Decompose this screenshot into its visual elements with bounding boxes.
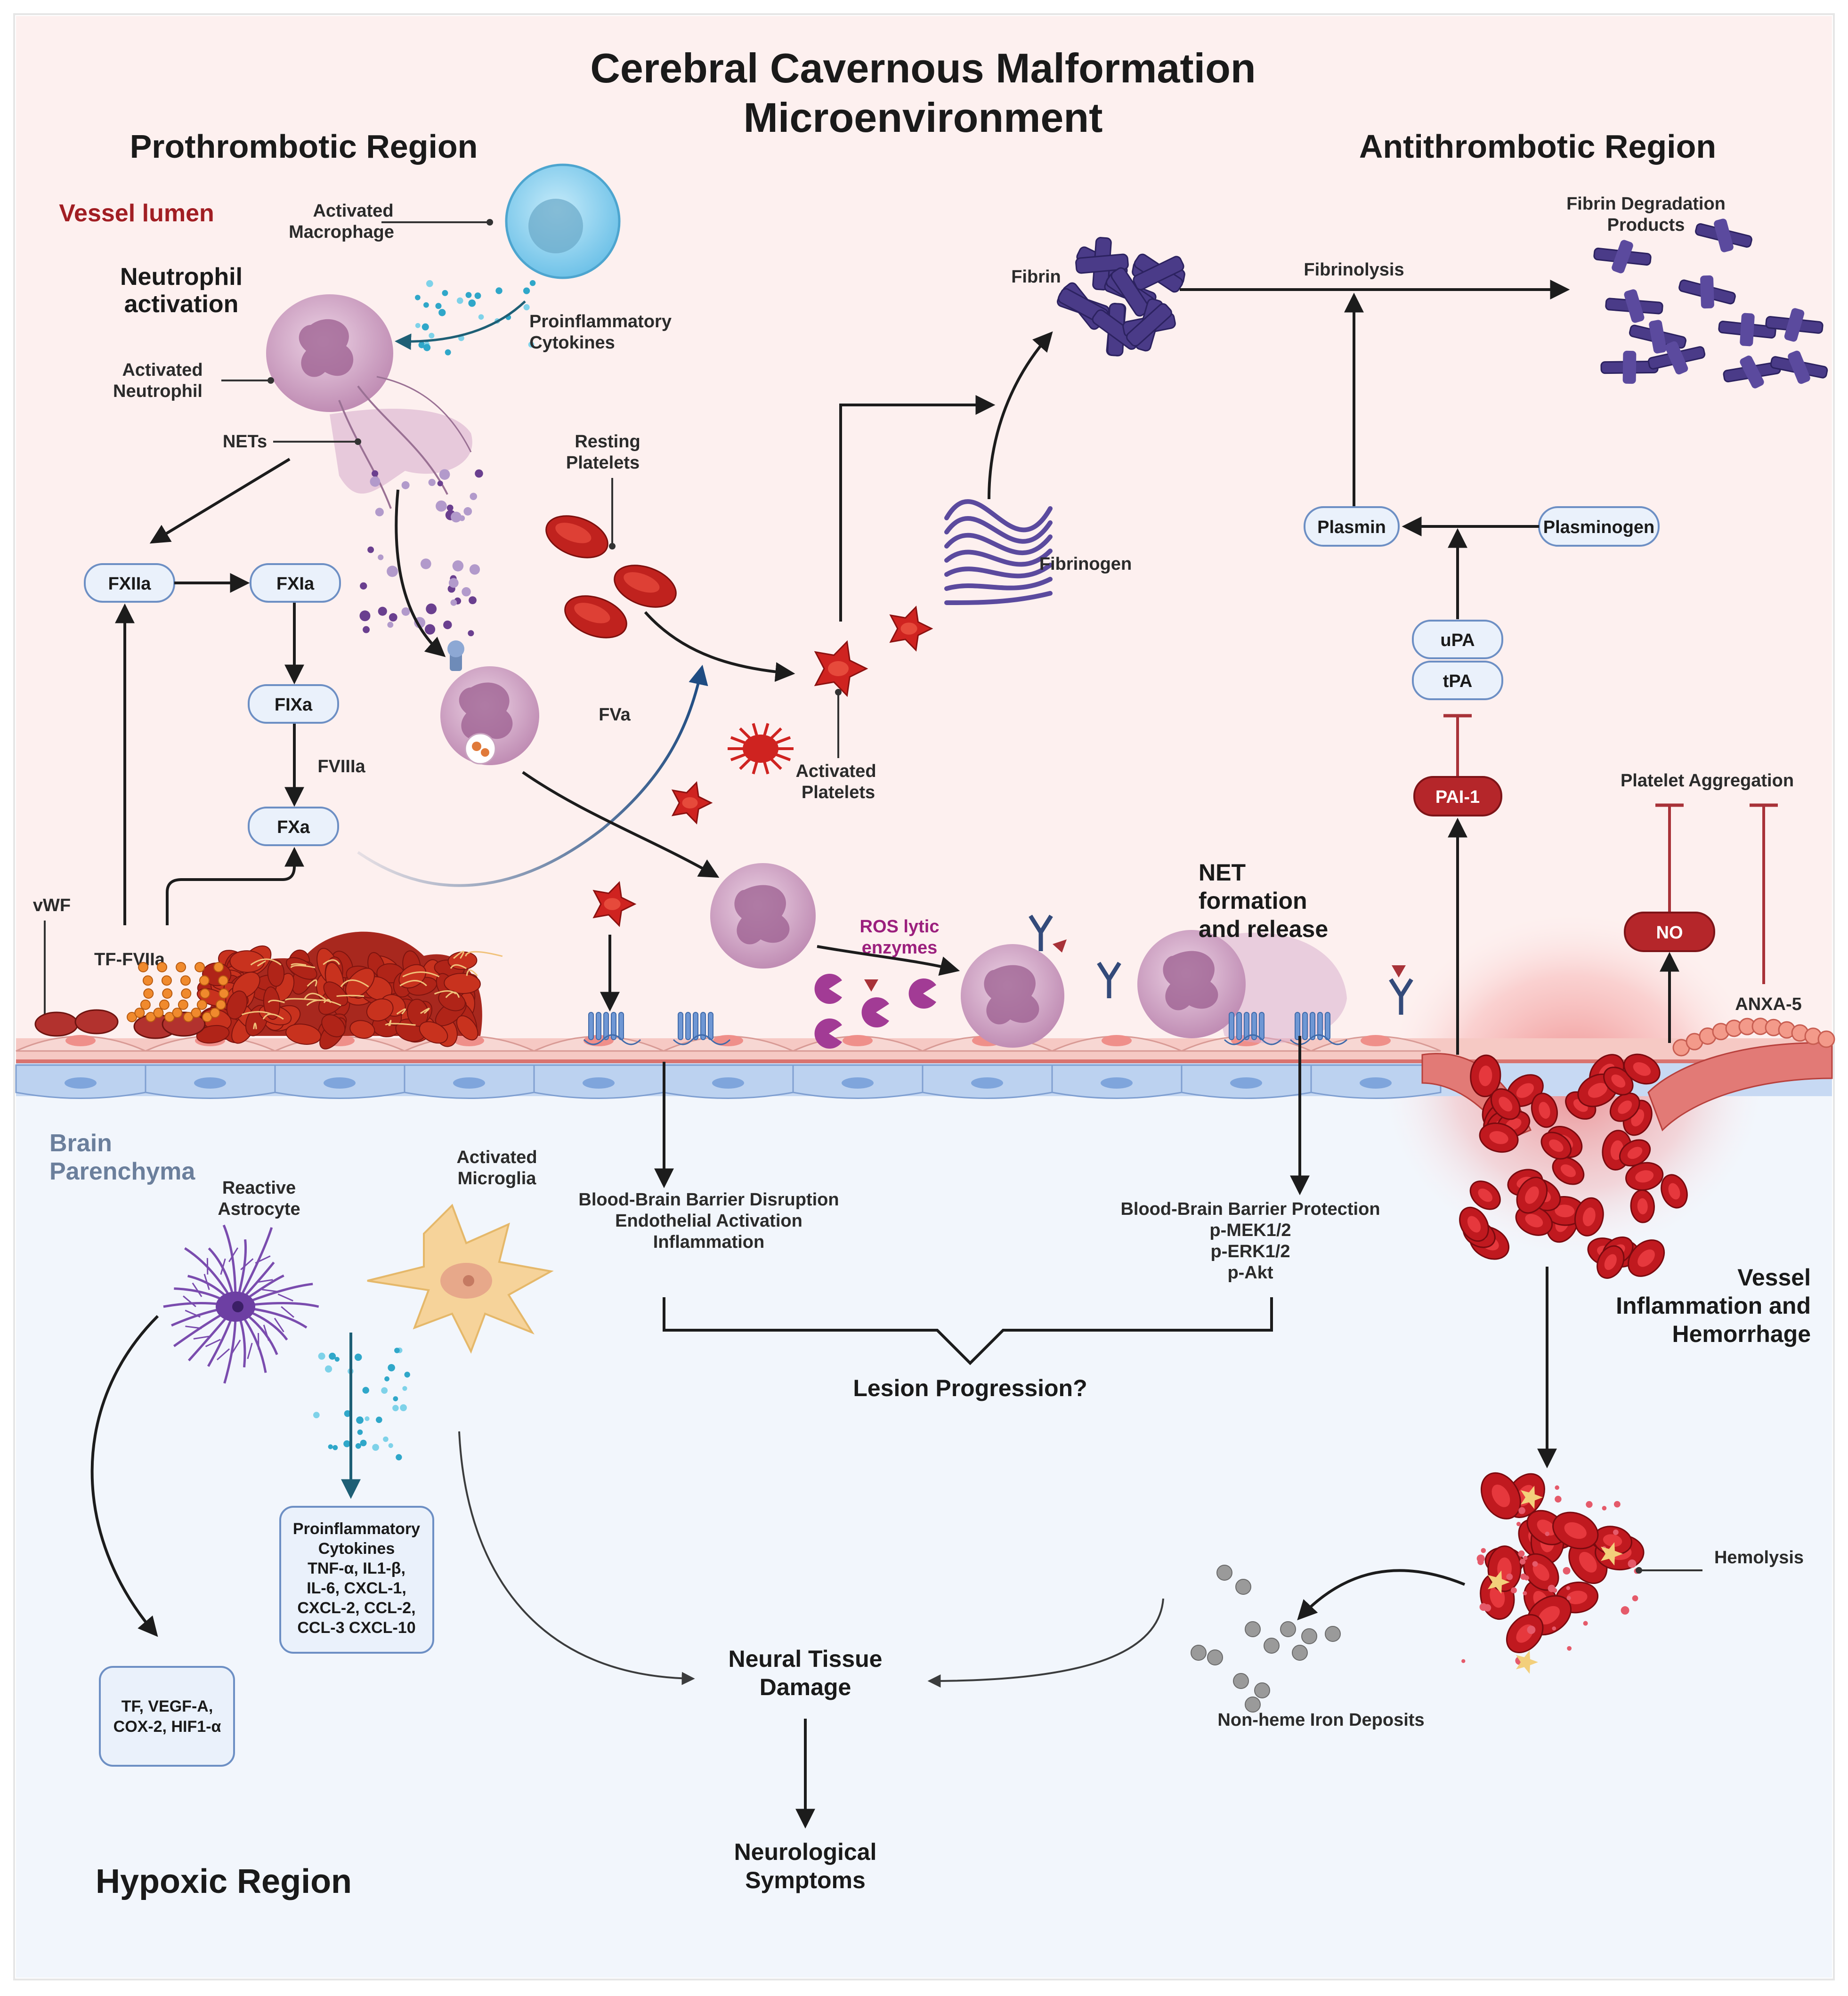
fixa-node: FIXa	[249, 685, 338, 723]
anxa5-label: ANXA-5	[1735, 994, 1801, 1014]
svg-text:FXa: FXa	[277, 817, 310, 837]
plasminogen-node: Plasminogen	[1539, 507, 1659, 546]
nets-label: NETs	[223, 432, 267, 452]
svg-text:Plasmin: Plasmin	[1317, 517, 1386, 537]
svg-text:TNF-α, IL1-β,: TNF-α, IL1-β,	[308, 1560, 405, 1577]
hypoxia-marker-box: TF, VEGF-A, COX-2, HIF1-α	[100, 1667, 234, 1766]
svg-text:FIXa: FIXa	[275, 695, 313, 715]
net-formation-label-1: NET	[1199, 859, 1246, 886]
platelet-aggregation-label: Platelet Aggregation	[1621, 771, 1794, 791]
activated-neutrophil-label-2: Neutrophil	[113, 381, 203, 401]
neuro-symptoms-label-2: Symptoms	[745, 1867, 866, 1893]
bbb-protection-label-4: p-Akt	[1227, 1263, 1273, 1283]
vessel-inflammation-label-2: Inflammation and	[1616, 1293, 1811, 1319]
bbb-protection-label-3: p-ERK1/2	[1211, 1242, 1290, 1261]
activated-microglia-label-1: Activated	[456, 1147, 537, 1167]
svg-text:CXCL-2, CCL-2,: CXCL-2, CCL-2,	[297, 1599, 415, 1617]
activated-macrophage-cell	[506, 165, 619, 278]
fibrin-degradation-label-2: Products	[1607, 215, 1685, 235]
neural-damage-label-1: Neural Tissue	[728, 1646, 882, 1672]
svg-text:CCL-3 CXCL-10: CCL-3 CXCL-10	[297, 1619, 415, 1637]
neutrophil-activation-label-2: activation	[124, 291, 239, 318]
fxa-node: FXa	[249, 808, 338, 845]
bbb-disruption-label-1: Blood-Brain Barrier Disruption	[578, 1190, 839, 1210]
antithrombotic-region-label: Antithrombotic Region	[1359, 128, 1716, 165]
title-line-2: Microenvironment	[744, 94, 1103, 141]
upa-node: uPA	[1413, 621, 1502, 658]
brain-label: Brain	[49, 1130, 112, 1157]
vessel-lumen-label: Vessel lumen	[59, 200, 214, 227]
net-formation-label-3: and release	[1199, 916, 1328, 942]
svg-text:COX-2, HIF1-α: COX-2, HIF1-α	[113, 1718, 221, 1736]
fibrin-label: Fibrin	[1011, 267, 1061, 287]
vwf-label: vWF	[33, 896, 71, 915]
svg-text:NO: NO	[1656, 923, 1683, 943]
fviiia-label: FVIIIa	[317, 757, 365, 776]
fibrin-degradation-label-1: Fibrin Degradation	[1566, 194, 1726, 214]
svg-text:Cytokines: Cytokines	[318, 1540, 395, 1558]
title-line-1: Cerebral Cavernous Malformation	[590, 45, 1256, 91]
activated-macrophage-label-1: Activated	[313, 201, 393, 221]
prothrombotic-region-label: Prothrombotic Region	[130, 128, 478, 165]
fibrinogen-label: Fibrinogen	[1039, 554, 1132, 574]
lesion-progression-label: Lesion Progression?	[853, 1375, 1087, 1401]
bbb-disruption-label-2: Endothelial Activation	[615, 1211, 802, 1231]
neuro-symptoms-label-1: Neurological	[734, 1839, 877, 1865]
tpa-node: tPA	[1413, 662, 1502, 699]
tf-fviia-label: TF-FVIIa	[94, 950, 165, 970]
plasmin-node: Plasmin	[1305, 507, 1399, 546]
svg-text:tPA: tPA	[1443, 671, 1473, 691]
fibrinolysis-label: Fibrinolysis	[1304, 260, 1404, 280]
resting-platelets-label-2: Platelets	[566, 453, 640, 473]
bbb-protection-label-2: p-MEK1/2	[1209, 1220, 1291, 1240]
neural-damage-label-2: Damage	[760, 1674, 851, 1700]
svg-text:uPA: uPA	[1440, 630, 1475, 650]
ros-lytic-label-1: ROS lytic	[860, 917, 940, 937]
degranulating-neutrophil	[961, 944, 1064, 1048]
fva-label: FVa	[599, 705, 631, 725]
reactive-astrocyte-label-1: Reactive	[222, 1178, 296, 1198]
vessel-inflammation-label-3: Hemorrhage	[1672, 1321, 1811, 1347]
svg-text:Plasminogen: Plasminogen	[1543, 517, 1655, 537]
activated-microglia-label-2: Microglia	[458, 1169, 537, 1188]
proinflammatory-cytokines-label-2: Cytokines	[529, 333, 615, 353]
activated-neutrophil-label-1: Activated	[122, 360, 203, 380]
resting-platelets-label-1: Resting	[575, 432, 640, 452]
neutrophil-activation-label-1: Neutrophil	[120, 263, 243, 291]
activated-macrophage-label-2: Macrophage	[289, 222, 394, 242]
bbb-disruption-label-3: Inflammation	[653, 1232, 764, 1252]
svg-text:FXIa: FXIa	[276, 574, 315, 594]
svg-text:FXIIa: FXIIa	[108, 574, 152, 594]
pai1-node: PAI-1	[1414, 777, 1501, 816]
bbb-protection-label-1: Blood-Brain Barrier Protection	[1120, 1199, 1380, 1219]
vessel-inflammation-label-1: Vessel	[1737, 1264, 1811, 1291]
activated-platelets-label-1: Activated	[795, 761, 876, 781]
hypoxic-region-label: Hypoxic Region	[96, 1863, 352, 1900]
parenchyma-label: Parenchyma	[49, 1158, 195, 1185]
rolling-neutrophil	[710, 863, 816, 969]
reactive-astrocyte-label-2: Astrocyte	[218, 1199, 300, 1219]
iron-deposits-label: Non-heme Iron Deposits	[1217, 1710, 1424, 1730]
activated-platelets-label-2: Platelets	[802, 783, 875, 802]
proinflammatory-cytokines-label-1: Proinflammatory	[529, 312, 672, 331]
svg-text:IL-6, CXCL-1,: IL-6, CXCL-1,	[307, 1579, 406, 1597]
svg-text:PAI-1: PAI-1	[1435, 787, 1480, 807]
cytokine-list-box: Proinflammatory Cytokines TNF-α, IL1-β, …	[280, 1507, 433, 1653]
fxia-node: FXIa	[251, 564, 340, 602]
net-formation-label-2: formation	[1199, 888, 1307, 914]
fxiia-node: FXIIa	[85, 564, 174, 602]
svg-text:TF, VEGF-A,: TF, VEGF-A,	[122, 1697, 213, 1715]
hemolysis-label: Hemolysis	[1714, 1548, 1804, 1568]
no-node: NO	[1625, 913, 1714, 951]
svg-text:Proinflammatory: Proinflammatory	[293, 1520, 420, 1538]
